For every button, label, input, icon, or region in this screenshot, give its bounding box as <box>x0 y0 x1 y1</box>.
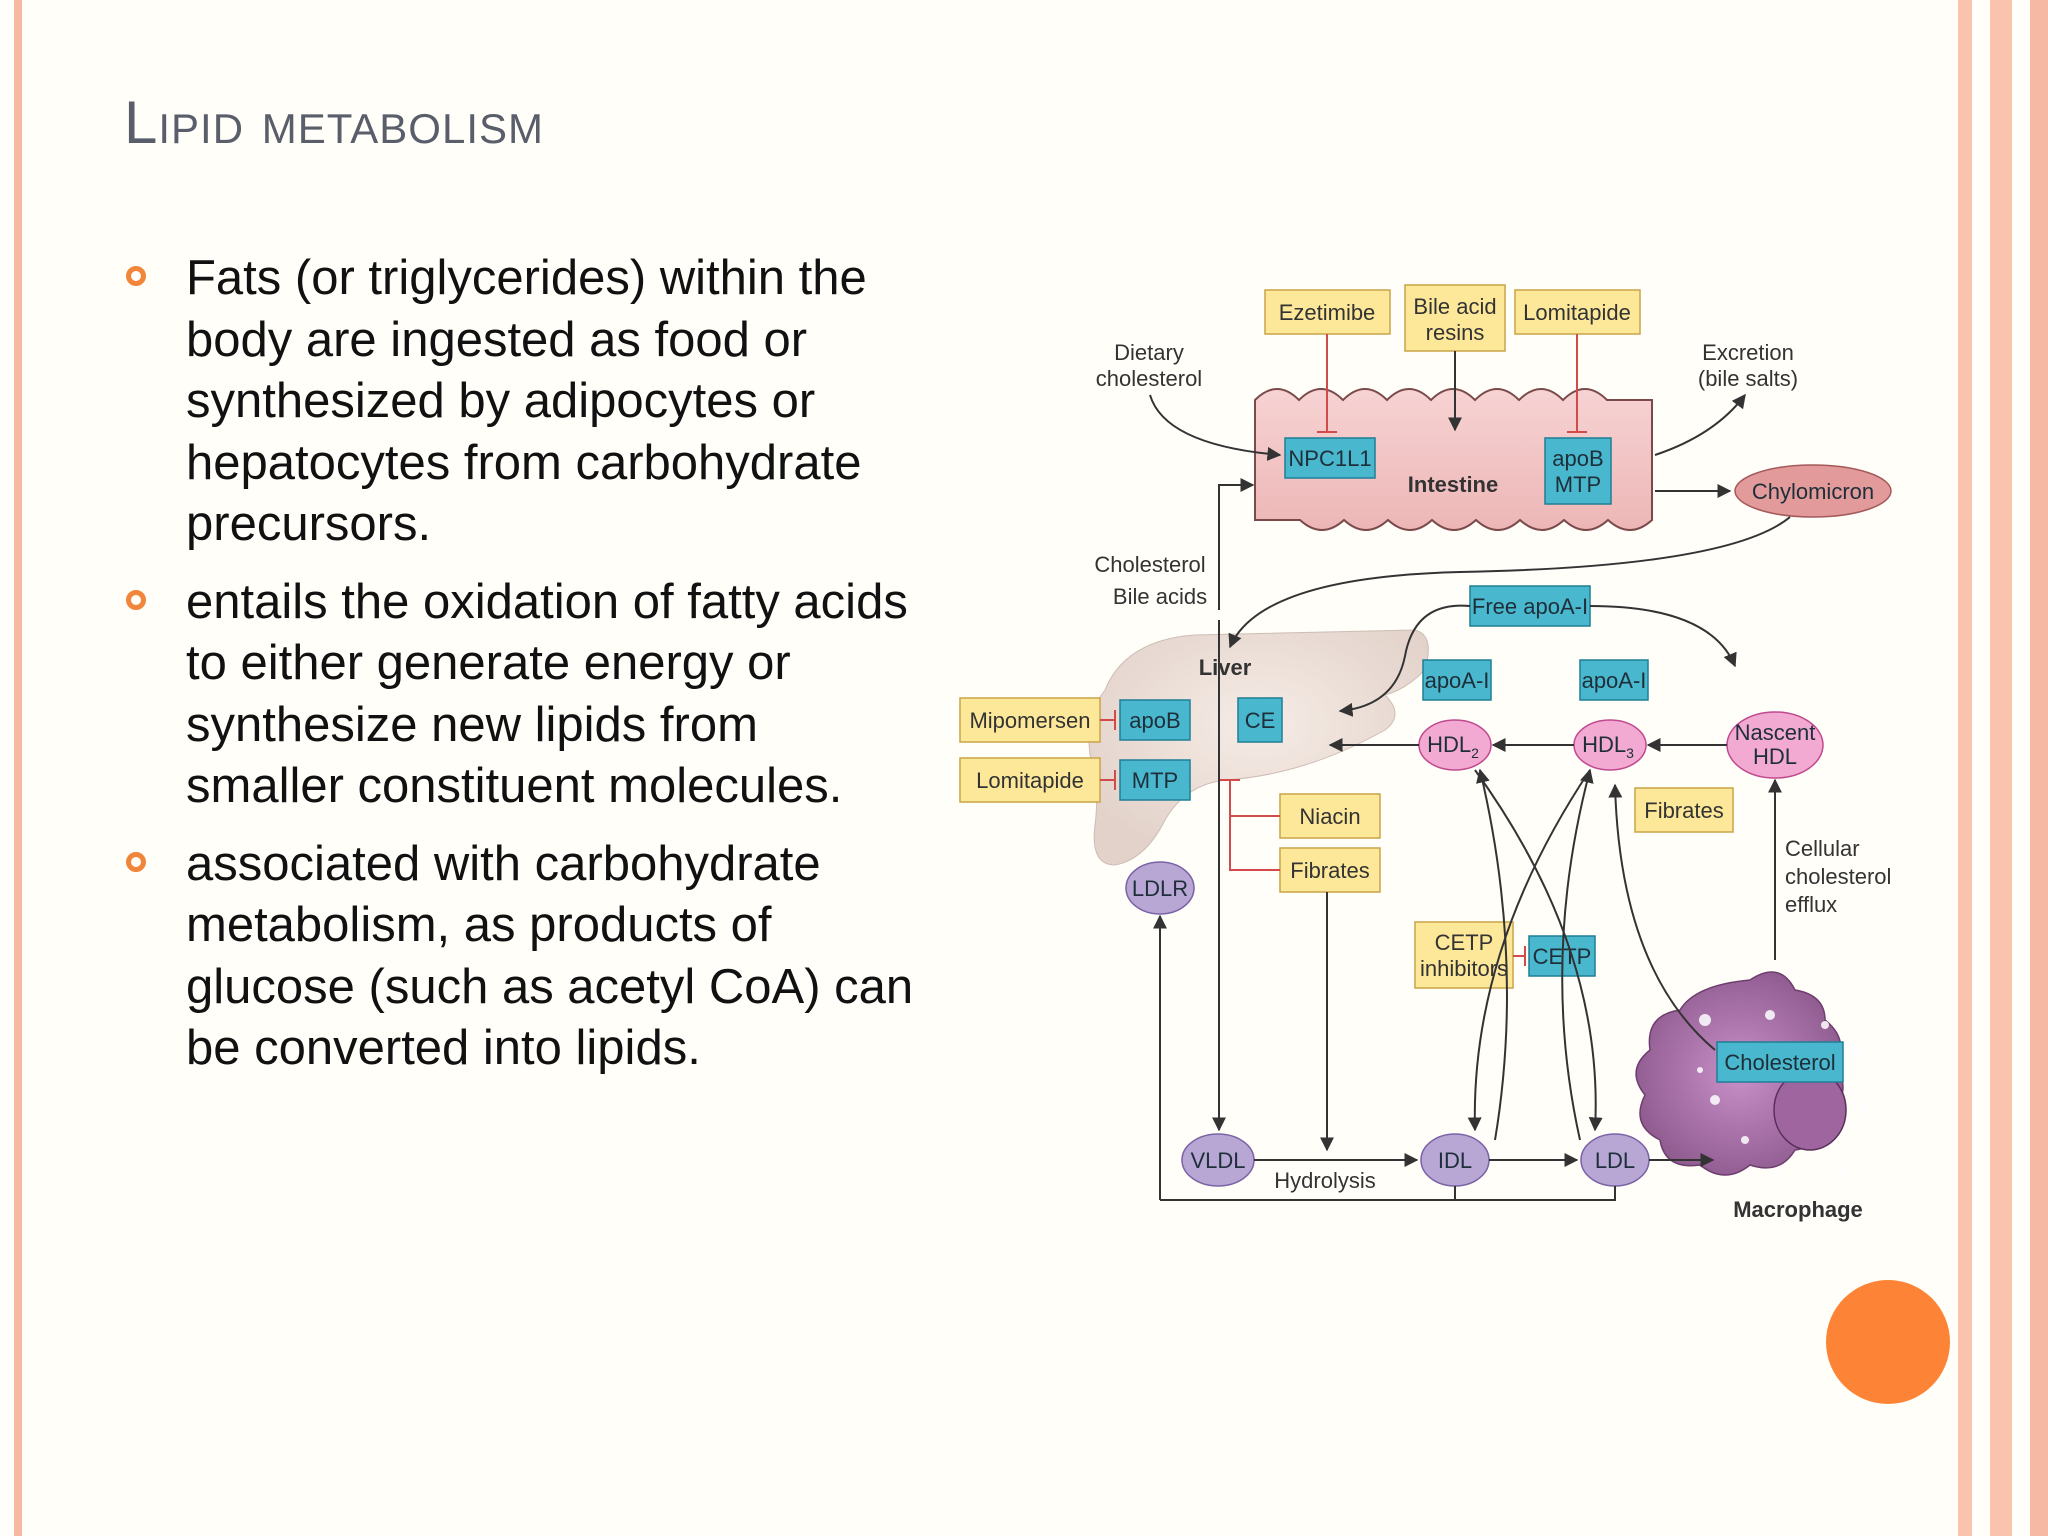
fibrates-liver-label: Fibrates <box>1290 858 1369 883</box>
apoa1-box <box>1579 659 1649 701</box>
fibrates-hdl-label: Fibrates <box>1644 798 1723 823</box>
apoa1-box <box>1422 659 1492 701</box>
bullet-item: entails the oxidation of fatty acids to … <box>124 572 914 818</box>
ce-box <box>1237 697 1283 743</box>
niacin-box <box>1279 793 1381 839</box>
apoa1-label: apoA-I <box>1582 668 1647 693</box>
intestine-label: Intestine <box>1408 472 1498 497</box>
mipomersen-label: Mipomersen <box>969 708 1090 733</box>
bullet-circle-icon <box>126 851 146 872</box>
ldl-label: LDL <box>1595 1148 1635 1173</box>
apoa1-label: apoA-I <box>1425 668 1490 693</box>
apob-mtp-box <box>1544 437 1612 505</box>
niacin-label: Niacin <box>1299 804 1360 829</box>
idl-label: IDL <box>1438 1148 1472 1173</box>
lomitapide-left-box <box>959 757 1101 803</box>
bullet-circle-icon <box>126 589 146 610</box>
right-border-stripe <box>1990 0 2012 1536</box>
bile-acid-resins-box <box>1404 284 1506 352</box>
apob-mtp-label: MTP <box>1555 472 1601 497</box>
chylomicron-particle <box>1734 464 1892 518</box>
liver-shape <box>1088 629 1429 866</box>
macrophage-label: Macrophage <box>1733 1197 1863 1222</box>
cholesterol-bile-label: Bile acids <box>1113 584 1207 609</box>
cellular-efflux-label: Cellular <box>1785 836 1860 861</box>
ldlr-particle <box>1125 861 1195 915</box>
right-border-stripe <box>2030 0 2048 1536</box>
npc1l1-box <box>1284 437 1376 479</box>
mtp-liver-label: MTP <box>1132 768 1178 793</box>
apob-mtp-label: apoB <box>1552 446 1603 471</box>
cellular-efflux-label: cholesterol <box>1785 864 1891 889</box>
cholesterol-macrophage-label: Cholesterol <box>1724 1050 1835 1075</box>
ezetimibe-label: Ezetimibe <box>1279 300 1376 325</box>
vldl-label: VLDL <box>1190 1148 1245 1173</box>
lomitapide-top-label: Lomitapide <box>1523 300 1631 325</box>
fibrates-hdl-box <box>1634 787 1734 833</box>
lomitapide-left-label: Lomitapide <box>976 768 1084 793</box>
bullet-text: associated with carbohydrate metabolism,… <box>186 836 914 1076</box>
ezetimibe-box <box>1264 289 1391 335</box>
dietary-cholesterol-label: cholesterol <box>1096 366 1202 391</box>
bullet-text: Fats (or triglycerides) within the body … <box>186 251 867 551</box>
cetp-inhibitors-box <box>1414 921 1514 989</box>
excretion-label: (bile salts) <box>1698 366 1798 391</box>
cholesterol-bile-label: Cholesterol <box>1094 552 1205 577</box>
apob-liver-label: apoB <box>1129 708 1180 733</box>
apob-liver-box <box>1119 699 1191 741</box>
lomitapide-top-box <box>1514 289 1641 335</box>
ldlr-label: LDLR <box>1132 876 1188 901</box>
bullet-item: Fats (or triglycerides) within the body … <box>124 248 914 556</box>
dietary-cholesterol-label: Dietary <box>1114 340 1184 365</box>
cetp-inhibitors-label: CETP <box>1435 930 1494 955</box>
left-border-stripe <box>14 0 22 1536</box>
npc1l1-label: NPC1L1 <box>1288 446 1371 471</box>
right-border-stripe <box>1958 0 1972 1536</box>
slide-title: Lipid metabolism <box>124 89 544 156</box>
nascent-hdl-label: HDL <box>1753 744 1797 769</box>
bile-acid-resins-label: resins <box>1426 320 1485 345</box>
nascent-hdl-label: Nascent <box>1735 720 1816 745</box>
bullet-text: entails the oxidation of fatty acids to … <box>186 574 908 814</box>
cellular-efflux-label: efflux <box>1785 892 1837 917</box>
hdl2-label: HDL2 <box>1427 732 1479 761</box>
bullet-list: Fats (or triglycerides) within the body … <box>124 248 914 1096</box>
mipomersen-box <box>959 697 1101 743</box>
liver-label: Liver <box>1199 655 1252 680</box>
hydrolysis-label: Hydrolysis <box>1274 1168 1375 1193</box>
chylomicron-label: Chylomicron <box>1752 479 1874 504</box>
bullet-circle-icon <box>126 266 146 286</box>
decorative-orange-circle <box>1826 1280 1950 1404</box>
free-apoa1-label: Free apoA-I <box>1472 594 1588 619</box>
ce-label: CE <box>1245 708 1276 733</box>
mtp-liver-box <box>1119 759 1191 801</box>
excretion-label: Excretion <box>1702 340 1794 365</box>
bile-acid-resins-label: Bile acid <box>1413 294 1496 319</box>
bullet-item: associated with carbohydrate metabolism,… <box>124 834 914 1080</box>
cholesterol-macrophage-box <box>1716 1041 1844 1083</box>
hdl3-label: HDL3 <box>1582 732 1634 761</box>
lipid-metabolism-diagram: Intestine Liver Macrophage Ezetimibe Bil… <box>955 280 1915 1230</box>
